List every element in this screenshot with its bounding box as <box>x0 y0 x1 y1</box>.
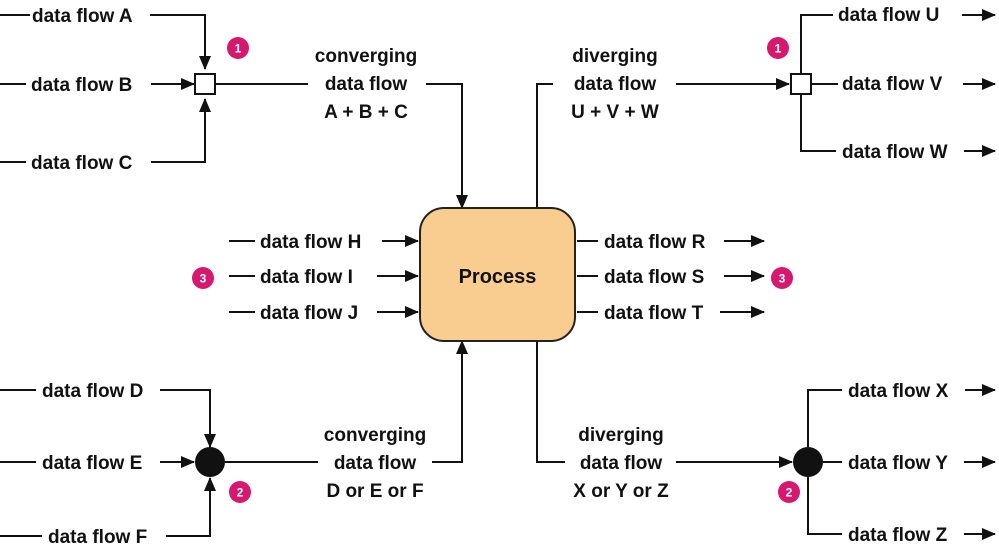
flow-r-label: data flow R <box>604 232 706 253</box>
flow-d-label: data flow D <box>42 381 143 402</box>
flow-c-label: data flow C <box>31 153 133 174</box>
flow-e-label: data flow E <box>42 453 142 474</box>
flow-u-out-line <box>800 14 833 74</box>
flow-y-label: data flow Y <box>848 453 948 474</box>
flow-u-label: data flow U <box>838 5 939 26</box>
div-bottom-label-3: X or Y or Z <box>573 481 669 502</box>
div-bottom-label-1: diverging <box>578 425 664 446</box>
svg-text:3: 3 <box>200 272 207 286</box>
process-label: Process <box>459 266 537 288</box>
flow-b-label: data flow B <box>31 75 132 96</box>
or-junction-bottom-left <box>195 447 225 477</box>
conv-bottom-label-3: D or E or F <box>326 481 423 502</box>
div-top-label-2: data flow <box>574 74 657 95</box>
flow-z-out-line <box>807 477 842 535</box>
badge-2-bottom-right: 2 <box>778 481 800 503</box>
svg-text:2: 2 <box>237 486 244 500</box>
badge-3-left: 3 <box>192 267 214 289</box>
flow-x-out-line <box>807 389 842 447</box>
conv-top-label-1: converging <box>315 46 417 67</box>
badge-3-right: 3 <box>771 267 793 289</box>
div-bottom-line-left <box>536 341 565 463</box>
process-box <box>419 207 576 342</box>
flow-f-arrow <box>166 477 216 537</box>
svg-text:1: 1 <box>235 42 242 56</box>
and-junction-top-left <box>194 73 216 95</box>
flow-v-label: data flow V <box>842 74 943 95</box>
flow-a-arrow <box>150 14 211 70</box>
div-top-label-1: diverging <box>572 46 658 67</box>
conv-bottom-arrow <box>432 340 468 463</box>
flow-s-label: data flow S <box>604 267 704 288</box>
flow-f-label: data flow F <box>48 527 147 548</box>
flow-d-arrow <box>160 389 216 448</box>
svg-text:3: 3 <box>779 272 786 286</box>
div-bottom-label-2: data flow <box>580 453 663 474</box>
conv-top-arrow <box>426 83 468 209</box>
flow-t-label: data flow T <box>604 303 704 324</box>
and-junction-top-right <box>790 73 812 95</box>
div-top-line-left <box>536 83 553 208</box>
flow-a-label: data flow A <box>32 6 133 27</box>
badge-1-top-left: 1 <box>227 37 249 59</box>
flow-c-arrow <box>151 98 211 163</box>
svg-text:2: 2 <box>786 486 793 500</box>
flow-w-label: data flow W <box>842 142 948 163</box>
conv-top-label-2: data flow <box>325 74 408 95</box>
flow-h-label: data flow H <box>260 232 361 253</box>
conv-top-label-3: A + B + C <box>324 102 408 123</box>
flow-j-label: data flow J <box>260 303 358 324</box>
svg-text:1: 1 <box>775 42 782 56</box>
conv-bottom-label-2: data flow <box>334 453 417 474</box>
flow-x-label: data flow X <box>848 381 949 402</box>
badge-2-bottom-left: 2 <box>229 481 251 503</box>
div-top-label-3: U + V + W <box>571 102 659 123</box>
flow-w-out-line <box>800 94 836 152</box>
flow-i-label: data flow I <box>260 267 353 288</box>
flow-z-label: data flow Z <box>848 525 948 546</box>
or-junction-bottom-right <box>793 447 823 477</box>
conv-bottom-label-1: converging <box>324 425 426 446</box>
badge-1-top-right: 1 <box>767 37 789 59</box>
